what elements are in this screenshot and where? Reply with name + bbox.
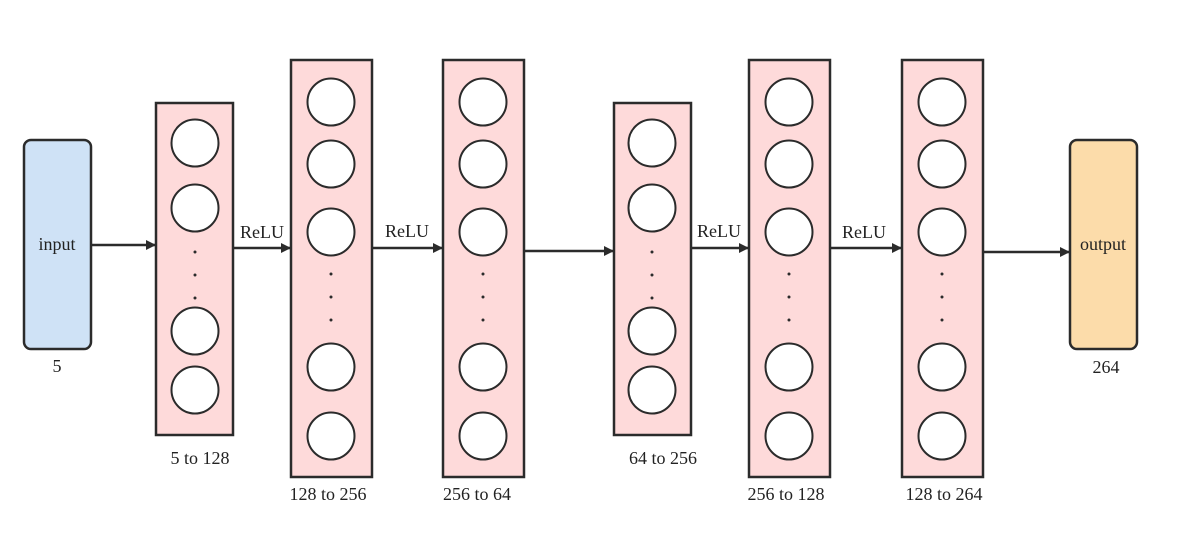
input-block: input 5 bbox=[22, 138, 93, 376]
neuron bbox=[458, 139, 508, 189]
ellipsis-dot bbox=[193, 273, 197, 277]
layer-caption: 64 to 256 bbox=[629, 448, 697, 468]
ellipsis-dot bbox=[329, 295, 333, 299]
neuron bbox=[306, 77, 356, 127]
layer-caption: 5 to 128 bbox=[170, 448, 229, 468]
neuron bbox=[764, 139, 814, 189]
output-block: output 264 bbox=[1068, 138, 1139, 377]
neuron bbox=[627, 306, 677, 356]
ellipsis-dot bbox=[650, 296, 654, 300]
ellipsis-dot bbox=[787, 318, 791, 322]
layer-3: 256 to 64 bbox=[441, 58, 526, 504]
layer-box bbox=[289, 58, 374, 479]
activation-label: ReLU bbox=[385, 221, 429, 241]
ellipsis-dot bbox=[329, 272, 333, 276]
layer-caption: 256 to 128 bbox=[747, 484, 824, 504]
neuron bbox=[917, 77, 967, 127]
layer-box bbox=[900, 58, 985, 479]
ellipsis-dot bbox=[940, 318, 944, 322]
neuron bbox=[917, 207, 967, 257]
neuron bbox=[764, 411, 814, 461]
neuron bbox=[170, 118, 220, 168]
activation-label: ReLU bbox=[842, 222, 886, 242]
ellipsis-dot bbox=[940, 272, 944, 276]
activation-label: ReLU bbox=[697, 221, 741, 241]
neuron bbox=[458, 77, 508, 127]
neuron bbox=[170, 306, 220, 356]
connections bbox=[92, 240, 1070, 257]
layer-caption: 256 to 64 bbox=[443, 484, 511, 504]
layer-6: 128 to 264 bbox=[900, 58, 985, 504]
neuron bbox=[627, 118, 677, 168]
ellipsis-dot bbox=[787, 272, 791, 276]
output-size: 264 bbox=[1093, 357, 1120, 377]
neuron bbox=[627, 183, 677, 233]
neuron bbox=[306, 207, 356, 257]
neuron bbox=[306, 411, 356, 461]
input-box bbox=[22, 138, 93, 351]
input-label: input bbox=[38, 234, 75, 254]
layer-caption: 128 to 256 bbox=[289, 484, 366, 504]
ellipsis-dot bbox=[193, 250, 197, 254]
neuron bbox=[764, 342, 814, 392]
output-label: output bbox=[1080, 234, 1126, 254]
ellipsis-dot bbox=[650, 250, 654, 254]
input-size: 5 bbox=[53, 356, 62, 376]
neuron bbox=[917, 342, 967, 392]
neuron bbox=[458, 207, 508, 257]
activation-label: ReLU bbox=[240, 222, 284, 242]
neuron bbox=[458, 411, 508, 461]
neuron bbox=[458, 342, 508, 392]
neuron bbox=[627, 365, 677, 415]
layer-2: 128 to 256 bbox=[289, 58, 374, 504]
neuron bbox=[917, 411, 967, 461]
ellipsis-dot bbox=[481, 318, 485, 322]
ellipsis-dot bbox=[481, 272, 485, 276]
neuron bbox=[917, 139, 967, 189]
layer-4: 64 to 256 bbox=[612, 101, 697, 468]
ellipsis-dot bbox=[940, 295, 944, 299]
neuron bbox=[170, 183, 220, 233]
layer-caption: 128 to 264 bbox=[905, 484, 982, 504]
ellipsis-dot bbox=[787, 295, 791, 299]
neuron bbox=[306, 342, 356, 392]
neuron bbox=[764, 77, 814, 127]
ellipsis-dot bbox=[481, 295, 485, 299]
layer-box bbox=[441, 58, 526, 479]
output-box bbox=[1068, 138, 1139, 351]
neuron bbox=[764, 207, 814, 257]
ellipsis-dot bbox=[329, 318, 333, 322]
ellipsis-dot bbox=[650, 273, 654, 277]
neuron bbox=[170, 365, 220, 415]
layer-box bbox=[747, 58, 832, 479]
layer-1: 5 to 128 bbox=[154, 101, 235, 468]
layer-5: 256 to 128 bbox=[747, 58, 832, 504]
neuron bbox=[306, 139, 356, 189]
ellipsis-dot bbox=[193, 296, 197, 300]
